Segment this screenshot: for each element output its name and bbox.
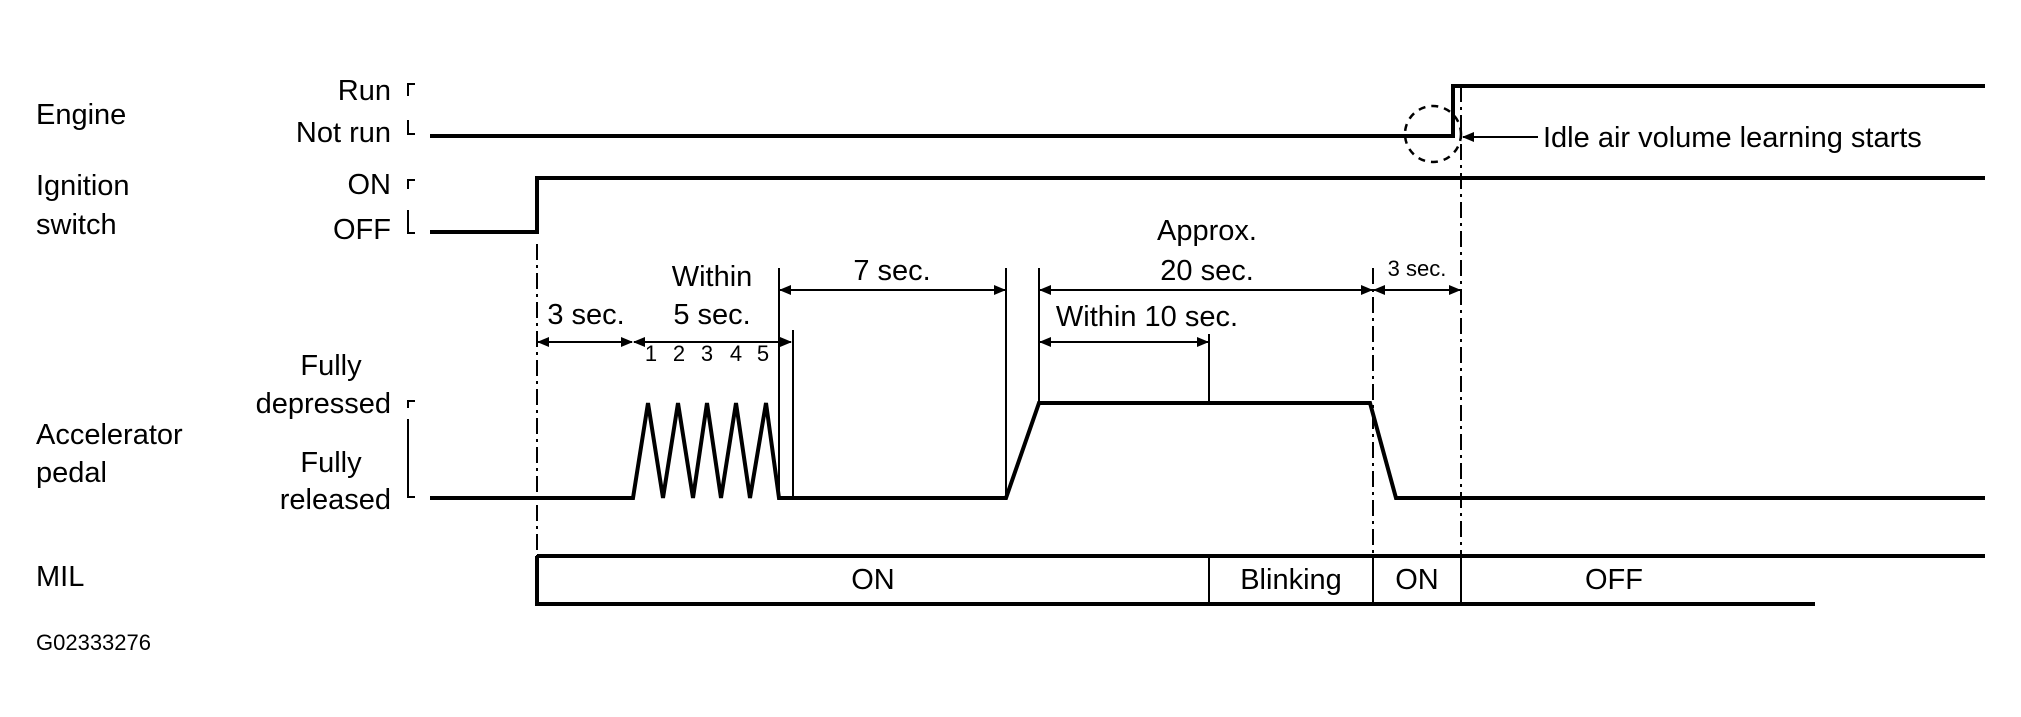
engine-low-label: Not run <box>296 117 391 149</box>
engine-signal <box>430 84 1985 138</box>
pump-count-1: 1 <box>645 341 657 366</box>
pedal-low-label-line1: Fully <box>300 447 362 479</box>
ignition-row-label-line1: Ignition <box>36 170 130 202</box>
interval-within-10-sec: Within 10 sec. <box>1056 301 1238 333</box>
accelerator-pedal-signal <box>430 401 1985 500</box>
learning-start-circle <box>1403 104 1463 164</box>
pedal-row-label-line1: Accelerator <box>36 419 183 451</box>
ignition-row-label-line2: switch <box>36 209 117 241</box>
pedal-high-label-line1: Fully <box>300 350 362 382</box>
ignition-signal <box>430 176 1985 234</box>
interval-within-line2: 5 sec. <box>673 299 750 331</box>
mil-row-label: MIL <box>36 561 84 593</box>
ignition-high-label: ON <box>348 169 392 201</box>
pump-count-2: 2 <box>673 341 685 366</box>
mil-state-blinking: Blinking <box>1240 564 1342 596</box>
mil-state-off: OFF <box>1585 564 1643 596</box>
interval-within-line1: Within <box>672 261 753 293</box>
pump-count-5: 5 <box>757 341 769 366</box>
pedal-high-label-line2: depressed <box>256 388 391 420</box>
mil-bar <box>535 554 1985 606</box>
interval-7-sec: 7 sec. <box>853 255 930 287</box>
engine-row-label: Engine <box>36 99 126 131</box>
mil-state-on-2: ON <box>1395 564 1439 596</box>
figure-code: G02333276 <box>36 630 151 655</box>
level-brackets <box>407 83 415 498</box>
mil-state-on-1: ON <box>851 564 895 596</box>
learning-start-annotation: Idle air volume learning starts <box>1543 122 1922 154</box>
interval-arrows <box>537 285 1461 347</box>
pedal-row-label-line2: pedal <box>36 457 107 489</box>
reference-lines <box>536 86 1462 556</box>
pump-count-3: 3 <box>701 341 713 366</box>
interval-approx-line2: 20 sec. <box>1160 255 1254 287</box>
interval-approx-line1: Approx. <box>1157 215 1257 247</box>
pedal-low-label-line2: released <box>280 484 391 516</box>
engine-high-label: Run <box>338 75 391 107</box>
pump-count-4: 4 <box>730 341 742 366</box>
interval-last-3-sec: 3 sec. <box>1388 256 1447 281</box>
ignition-low-label: OFF <box>333 214 391 246</box>
interval-first-3-sec: 3 sec. <box>547 299 624 331</box>
